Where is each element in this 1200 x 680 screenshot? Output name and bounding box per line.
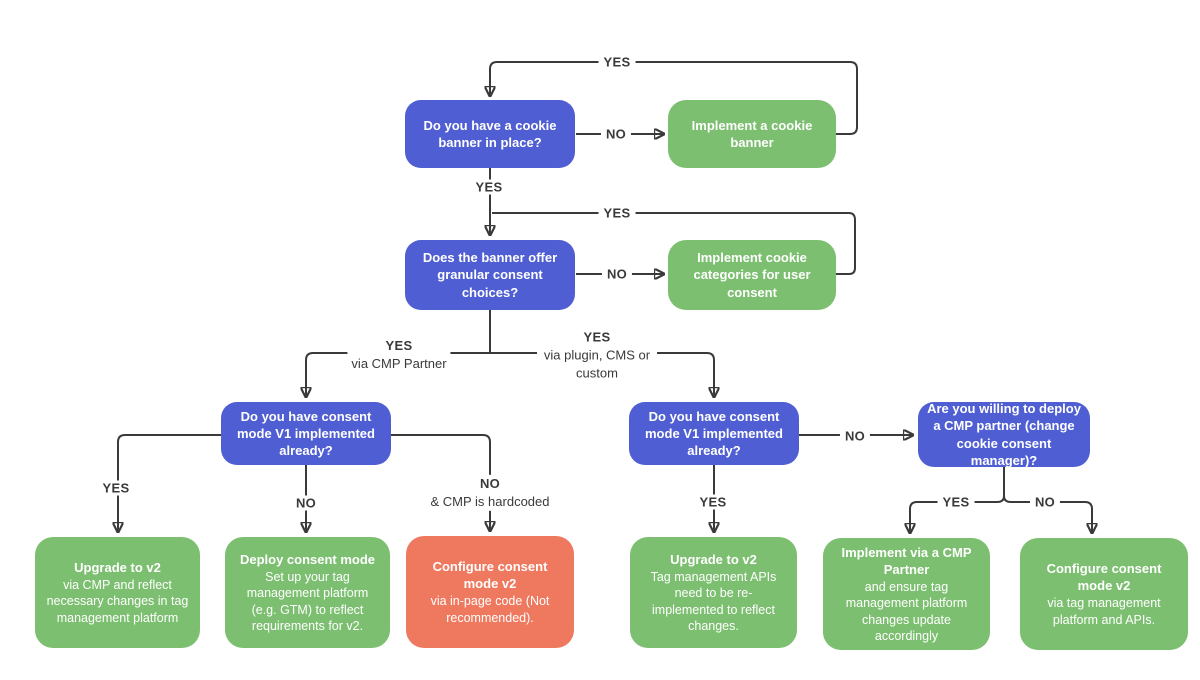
connector-q2-yes-left (306, 352, 490, 397)
node-deploy-consent-mode: Deploy consent mode Set up your tag mana… (225, 537, 390, 648)
node-consent-mode-v1-left-question: Do you have consent mode V1 implemented … (221, 402, 391, 465)
node-implement-via-cmp-partner: Implement via a CMP Partner and ensure t… (823, 538, 990, 650)
connector-q3-no-hardcoded (391, 434, 490, 531)
node-configure-consent-mode-apis: Configure consent mode v2 via tag manage… (1020, 538, 1188, 650)
node-implement-cookie-banner: Implement a cookie banner (668, 100, 836, 168)
node-deploy-cmp-partner-question: Are you willing to deploy a CMP partner … (918, 401, 1090, 468)
node-configure-consent-mode-inpage: Configure consent mode v2 via in-page co… (406, 536, 574, 648)
edge-label-q1-no: NO (600, 126, 632, 142)
node-body: via tag management platform and APIs. (1047, 596, 1161, 627)
edge-label-q2-yes-cmp-partner: YES via CMP Partner (347, 336, 451, 374)
edge-label-yes: YES (583, 329, 611, 345)
connector-loop1-yes (490, 61, 858, 135)
edge-label-q5-no: NO (1029, 494, 1061, 510)
node-body: via in-page code (Not recommended). (430, 594, 550, 625)
edge-label-loop2-yes: YES (598, 205, 636, 221)
edge-label-q2-no: NO (601, 266, 633, 282)
node-title: Upgrade to v2 (670, 551, 757, 567)
node-body: Set up your tag management platform (e.g… (246, 570, 369, 633)
connector-q3-yes (118, 434, 221, 532)
connector-q5-no (1003, 495, 1092, 533)
edge-label-q4-no: NO (839, 428, 871, 444)
connector-q2-yes-right (490, 352, 714, 397)
edge-label-sub: & CMP is hardcoded (430, 494, 550, 509)
node-body: Tag management APIs need to be re-implem… (650, 570, 777, 633)
connector-loop2-yes (492, 212, 856, 275)
node-title: Deploy consent mode (239, 551, 376, 567)
edge-label-yes: YES (385, 337, 413, 353)
node-implement-cookie-categories: Implement cookie categories for user con… (668, 240, 836, 310)
edge-label-sub: via CMP Partner (351, 356, 447, 371)
edge-label-q3-no-hardcoded: NO & CMP is hardcoded (426, 474, 554, 512)
node-title: Configure consent mode v2 (1046, 561, 1162, 594)
node-title: Implement cookie categories for user con… (693, 250, 811, 300)
node-title: Implement a cookie banner (691, 117, 813, 150)
edge-label-q3-yes: YES (97, 480, 135, 496)
node-title: Do you have consent mode V1 implemented … (645, 408, 783, 459)
node-cookie-banner-question: Do you have a cookie banner in place? (405, 100, 575, 168)
node-title: Upgrade to v2 (74, 560, 161, 576)
connector-q5-yes (910, 495, 1005, 533)
node-consent-mode-v1-right-question: Do you have consent mode V1 implemented … (629, 402, 799, 465)
node-title: Do you have consent mode V1 implemented … (237, 408, 375, 459)
node-title: Implement via a CMP Partner (841, 544, 972, 577)
edge-label-q3-no: NO (290, 495, 322, 511)
node-title: Does the banner offer granular consent c… (422, 250, 558, 300)
edge-label-sub: via plugin, CMS or custom (543, 347, 651, 382)
node-title: Configure consent mode v2 (432, 559, 548, 592)
edge-label-q1-yes: YES (470, 179, 508, 195)
node-upgrade-v2-tag-apis: Upgrade to v2 Tag management APIs need t… (630, 537, 797, 648)
node-title: Are you willing to deploy a CMP partner … (927, 401, 1081, 468)
edge-label-no: NO (479, 475, 501, 491)
node-title: Do you have a cookie banner in place? (423, 117, 557, 150)
node-granular-consent-question: Does the banner offer granular consent c… (405, 240, 575, 310)
edge-label-loop1-yes: YES (598, 54, 636, 70)
edge-label-q4-yes: YES (694, 494, 732, 510)
node-upgrade-v2-via-cmp: Upgrade to v2 via CMP and reflect necess… (35, 537, 200, 648)
edge-label-q2-yes-plugin: YES via plugin, CMS or custom (537, 328, 657, 384)
node-body: via CMP and reflect necessary changes in… (46, 578, 189, 625)
node-body: and ensure tag management platform chang… (845, 580, 968, 643)
edge-label-q5-yes: YES (937, 494, 975, 510)
